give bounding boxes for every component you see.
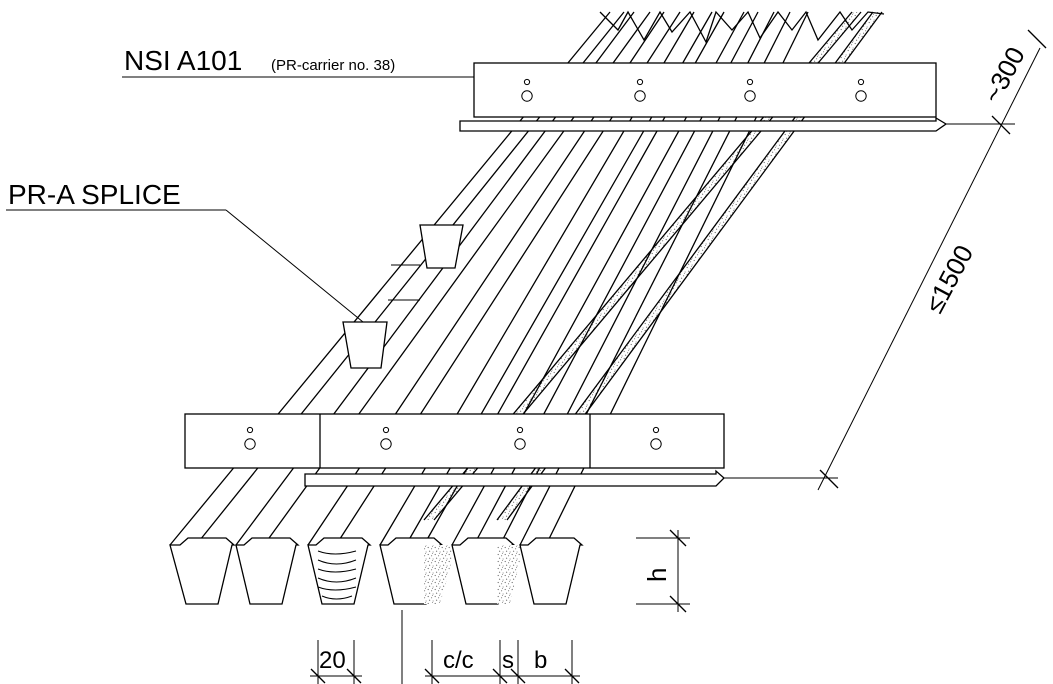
speckled-panel-strips bbox=[424, 12, 882, 520]
bottom-carrier-rail bbox=[184, 413, 725, 487]
dim-height: h bbox=[642, 568, 672, 582]
carrier-name: NSI A101 bbox=[124, 45, 242, 76]
splice-label: PR-A SPLICE bbox=[8, 179, 181, 210]
carrier-note: (PR-carrier no. 38) bbox=[271, 57, 395, 74]
panel-profiles bbox=[169, 537, 584, 605]
bottom-rail-holes bbox=[244, 426, 662, 450]
top-rail-holes bbox=[521, 78, 867, 102]
carrier-label: NSI A101 (PR-carrier no. 38) bbox=[124, 45, 395, 76]
leader-lines bbox=[6, 76, 474, 323]
top-carrier-rail bbox=[459, 62, 948, 132]
dim-gap: s bbox=[502, 647, 514, 674]
dim-top-spacing: ~300 bbox=[977, 42, 1031, 108]
dim-carrier-spacing: ≤1500 bbox=[919, 240, 979, 318]
insulation-fill bbox=[317, 550, 357, 600]
dim-width: b bbox=[534, 647, 547, 674]
bottom-dimensions: 20 c/c s b bbox=[310, 610, 580, 684]
splice-pieces bbox=[342, 224, 464, 369]
dim-center-to-center: c/c bbox=[443, 647, 474, 674]
height-dimension: h bbox=[636, 529, 690, 613]
dim-twenty: 20 bbox=[319, 647, 346, 674]
